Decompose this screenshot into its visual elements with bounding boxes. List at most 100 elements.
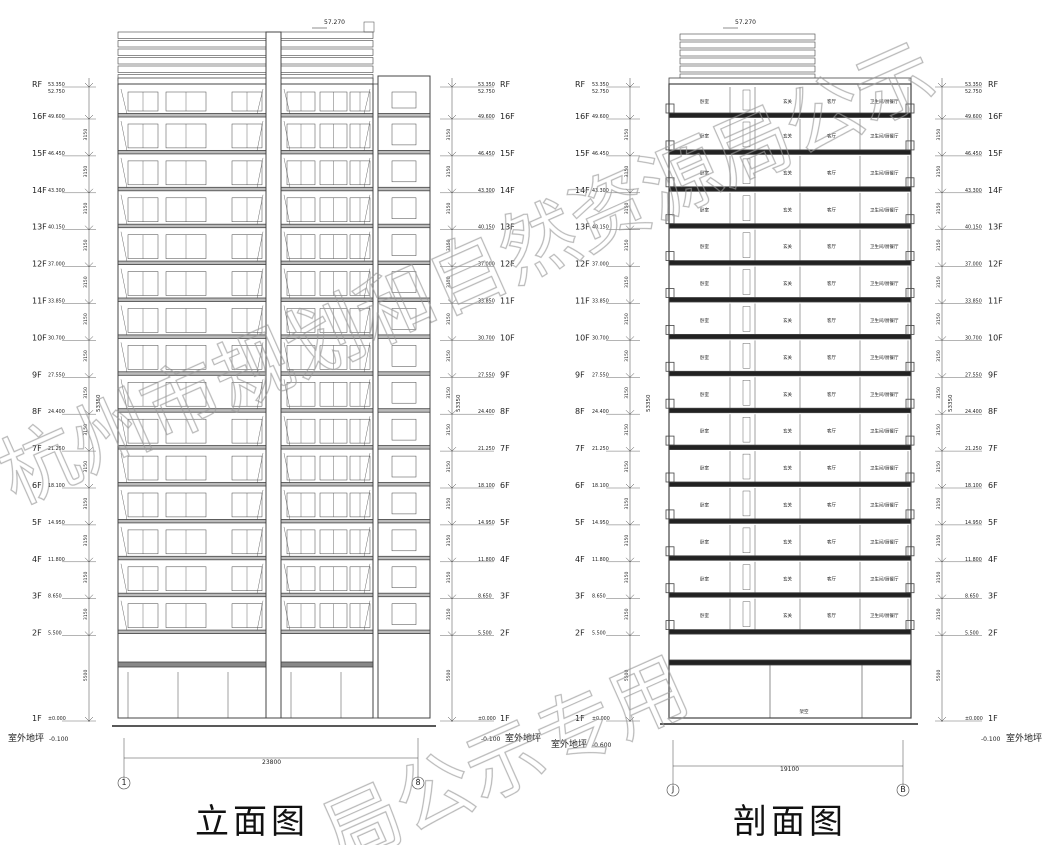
- elevation-left-floor-elevation: 18.100: [48, 483, 65, 489]
- elevation-left-level-mark: [84, 262, 94, 267]
- balcony-edge: [283, 120, 291, 151]
- section-outdoor-label-right: 室外地坪: [1006, 732, 1042, 744]
- section-left-floor-name: 13F: [575, 223, 590, 232]
- balcony-edge: [120, 231, 128, 262]
- section-right-level-mark: [937, 188, 947, 194]
- elevation-left-floor-height: 3150: [83, 571, 89, 583]
- balcony-edge: [905, 435, 915, 446]
- balcony-edge: [256, 305, 264, 336]
- section-right-floor-name: 10F: [988, 333, 1003, 342]
- elevation-left-floor-name: 16F: [32, 112, 47, 121]
- section-right-floor-name: 14F: [988, 186, 1003, 195]
- section-right-floor-height: 3150: [936, 461, 942, 473]
- elevation-right-floor-height: 3150: [446, 313, 452, 325]
- room-label: 玄关: [783, 391, 792, 398]
- elevation-right-level-mark: [447, 631, 457, 636]
- floor-band: [377, 113, 431, 118]
- elevation-left-floor-name: 6F: [32, 481, 42, 490]
- section-left-floor-height: 3150: [624, 350, 630, 362]
- floor-band: [377, 482, 431, 487]
- section-right-floor-height: 3150: [936, 608, 942, 620]
- balcony-edge: [665, 509, 675, 520]
- room-label: 卧室: [700, 428, 709, 435]
- axis-bubble: [411, 776, 425, 790]
- top-frame: [363, 21, 375, 33]
- elevation-left-floor-height: 3150: [83, 350, 89, 362]
- elevation-left-floor-elevation: 11.800: [48, 557, 65, 563]
- central-shaft: [265, 31, 282, 719]
- section-left-floor-name: 8F: [575, 407, 585, 416]
- balcony-edge: [256, 88, 264, 115]
- balcony-edge: [120, 416, 128, 447]
- elevation-right-floor-elevation: 11.800: [478, 557, 495, 563]
- elevation-right-floor-elevation: 53.350: [478, 82, 495, 88]
- elevation-left-floor-height: 3150: [83, 498, 89, 510]
- elevation-right-floor-height: 3150: [446, 166, 452, 178]
- elevation-title: 立面图: [195, 802, 309, 842]
- section-right-floor-name: 1F: [988, 714, 998, 723]
- room-label: 卫生间/厨餐厅: [870, 612, 899, 619]
- section-left-floor-height: 3150: [624, 276, 630, 288]
- roof-louver: [117, 57, 267, 65]
- door: [742, 601, 751, 627]
- door: [742, 380, 751, 406]
- elevation-left-floor-name: 9F: [32, 370, 42, 379]
- room-label: 客厅: [827, 391, 836, 398]
- balcony-edge: [283, 305, 291, 336]
- section-top-elevation: 57.270: [735, 19, 756, 26]
- room-label: 玄关: [783, 206, 792, 213]
- roof-louver: [280, 65, 374, 73]
- roof-louver: [280, 31, 374, 39]
- balcony-edge: [283, 416, 291, 447]
- elevation-right-floor-height: 3150: [446, 535, 452, 547]
- section-left-floor-elevation: 14.950: [592, 520, 609, 526]
- window: [391, 455, 417, 478]
- section-right-level-mark: [937, 373, 947, 378]
- section-left-floor-name: 5F: [575, 518, 585, 527]
- section-right-level-mark: [937, 716, 947, 722]
- elevation-outdoor-label-right: 室外地坪: [505, 732, 541, 744]
- elevation-left-level-mark: [84, 594, 94, 600]
- section-outdoor-elev-right: -0.100: [981, 736, 1001, 743]
- section-left-floor-name: 3F: [575, 592, 585, 601]
- section-left-floor-elevation: 24.400: [592, 409, 609, 415]
- balcony-edge: [665, 214, 675, 225]
- balcony-edge: [283, 563, 291, 594]
- section-outdoor-label: 室外地坪: [551, 738, 587, 750]
- room-label: 玄关: [783, 132, 792, 139]
- balcony-edge: [256, 379, 264, 410]
- balcony-edge: [665, 472, 675, 483]
- roof-louver: [117, 65, 267, 73]
- elevation-right-floor-name: 11F: [500, 297, 515, 306]
- elevation-left-floor-height: 3150: [83, 461, 89, 473]
- section-right-floor-elevation: 18.100: [965, 483, 982, 489]
- room-label: 卧室: [700, 391, 709, 398]
- window: [391, 160, 417, 183]
- room-label: 客厅: [827, 465, 836, 472]
- section-right-floor-height: 3150: [936, 350, 942, 362]
- elevation-right-floor-elevation: 8.650: [478, 594, 492, 600]
- section-right-floor-name: 5F: [988, 518, 998, 527]
- floor-band: [280, 629, 374, 634]
- elevation-right-level-mark: [447, 188, 457, 194]
- section-right-floor-height: 3150: [936, 424, 942, 436]
- floor-band: [280, 149, 374, 155]
- section-right-level-mark: [937, 262, 947, 267]
- section-left-level-mark: [625, 373, 635, 378]
- elevation-left-floor-elevation: 27.550: [48, 372, 65, 378]
- section-right-floor-name: 4F: [988, 555, 998, 564]
- door: [742, 343, 751, 369]
- floor-band: [377, 592, 431, 598]
- room-label: 客厅: [827, 428, 836, 435]
- elevation-right-floor-name: 2F: [500, 629, 510, 638]
- section-left-level-mark: [625, 520, 635, 526]
- floor-band: [280, 445, 374, 450]
- elevation-left-floor-elevation: 46.450: [48, 151, 65, 157]
- floor-band: [117, 186, 267, 192]
- elevation-right-floor-name: 16F: [500, 112, 515, 121]
- section-right-floor-elevation: 33.850: [965, 299, 982, 305]
- section-right-floor-height: 3150: [936, 129, 942, 141]
- elevation-left-level-mark: [84, 82, 94, 88]
- room-label: 卧室: [700, 280, 709, 287]
- section-left-floor-height: 3150: [624, 608, 630, 620]
